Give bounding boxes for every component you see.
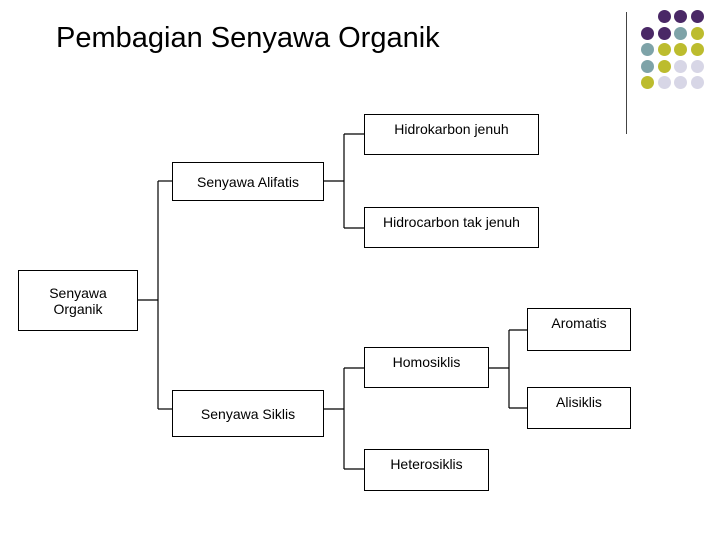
node-label: Hidrokarbon jenuh <box>394 121 508 137</box>
node-aromatis: Aromatis <box>527 308 631 351</box>
node-label: Hidrocarbon tak jenuh <box>383 214 520 230</box>
node-label: Homosiklis <box>393 354 461 370</box>
node-senyawa-alifatis: Senyawa Alifatis <box>172 162 324 201</box>
node-hidrocarbon-tak-jenuh: Hidrocarbon tak jenuh <box>364 207 539 248</box>
node-heterosiklis: Heterosiklis <box>364 449 489 491</box>
node-hidrokarbon-jenuh: Hidrokarbon jenuh <box>364 114 539 155</box>
node-homosiklis: Homosiklis <box>364 347 489 388</box>
node-alisiklis: Alisiklis <box>527 387 631 429</box>
node-label: Senyawa Organik <box>42 285 114 317</box>
node-label: Heterosiklis <box>390 456 462 472</box>
node-label: Senyawa Alifatis <box>197 174 299 190</box>
node-label: Senyawa Siklis <box>201 406 295 422</box>
node-senyawa-siklis: Senyawa Siklis <box>172 390 324 437</box>
node-label: Alisiklis <box>556 394 602 410</box>
node-senyawa-organik: Senyawa Organik <box>18 270 138 331</box>
node-label: Aromatis <box>551 315 606 331</box>
